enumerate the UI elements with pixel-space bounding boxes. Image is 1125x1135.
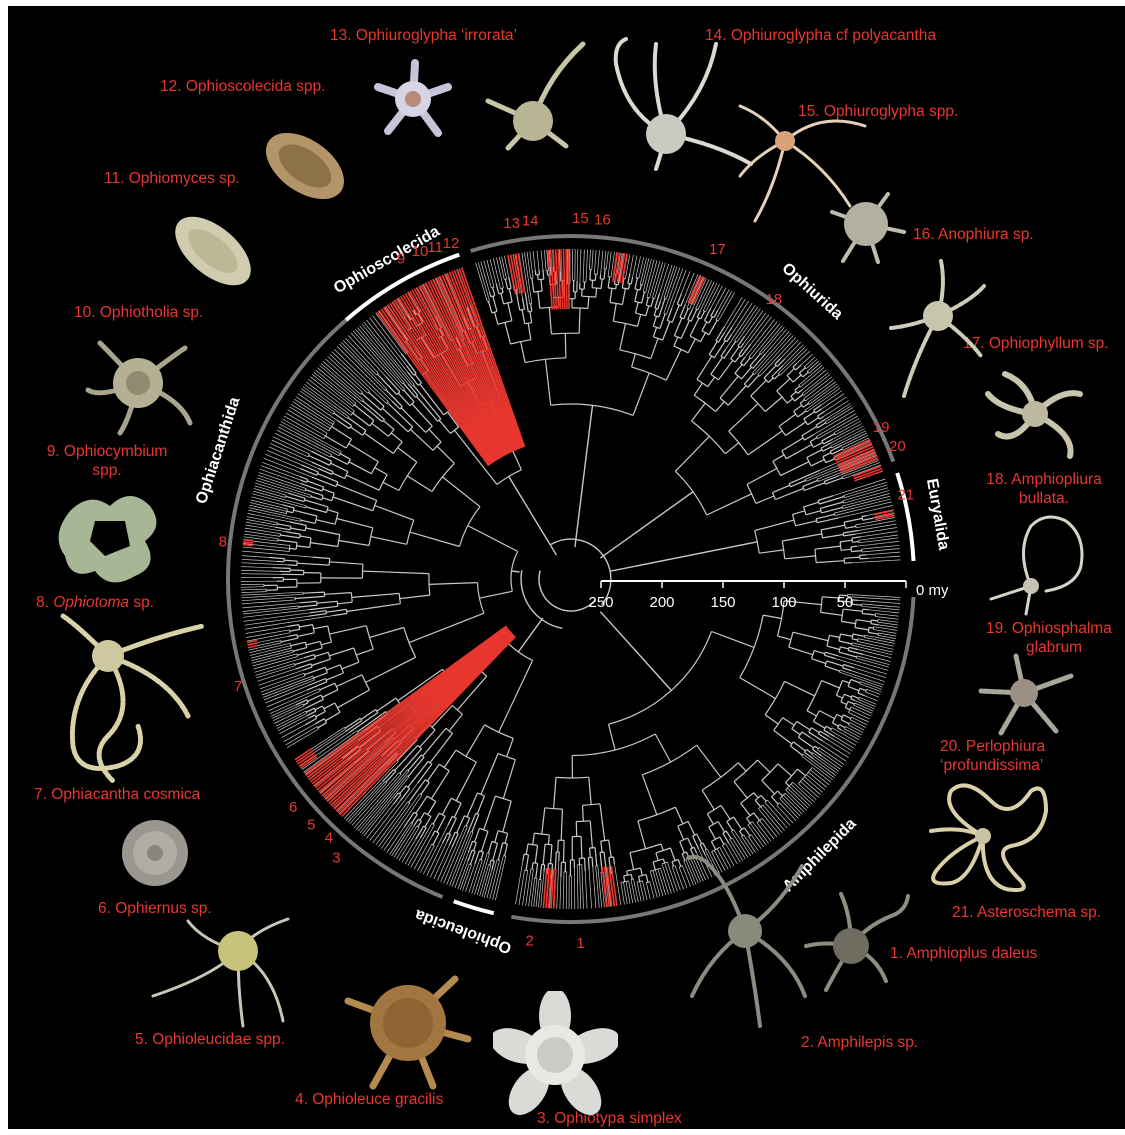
- clade-number-19: 19: [873, 419, 890, 436]
- specimen-5-icon: [143, 911, 293, 1031]
- species-label-16: 16. Anophiura sp.: [913, 225, 1034, 244]
- species-label-2: 2. Amphilepis sp.: [801, 1033, 918, 1052]
- species-label-4: 4. Ophioleuce gracilis: [295, 1090, 443, 1109]
- clade-number-18: 18: [765, 291, 782, 308]
- specimen-7-icon: [48, 606, 208, 786]
- species-label-21: 21. Asteroschema sp.: [952, 903, 1101, 922]
- highlighted-lineages: [243, 249, 895, 909]
- specimen-20-icon: [976, 651, 1076, 736]
- species-label-9-line1: 9. Ophiocymbium: [22, 442, 192, 461]
- specimen-2-icon: [680, 846, 810, 1031]
- specimen-21-icon: [921, 771, 1053, 896]
- species-label-18-line2: bullata.: [964, 489, 1124, 508]
- clade-number-2: 2: [526, 933, 534, 950]
- specimen-1-icon: [796, 886, 916, 996]
- order-label-2: Euryalida: [923, 477, 952, 551]
- specimen-3-icon: [493, 991, 618, 1116]
- species-label-9-line2: spp.: [22, 461, 192, 480]
- axis-tick-label-100: 100: [771, 594, 796, 611]
- species-label-18: 18. Amphiopliurabullata.: [964, 470, 1124, 508]
- clade-number-11: 11: [427, 239, 443, 256]
- clade-number-7: 7: [234, 678, 242, 695]
- specimen-16-icon: [828, 186, 908, 266]
- clade-number-17: 17: [709, 241, 726, 258]
- species-label-11: 11. Ophiomyces sp.: [104, 169, 240, 188]
- clade-number-12: 12: [443, 235, 460, 252]
- clade-number-8: 8: [219, 533, 227, 550]
- species-label-9: 9. Ophiocymbiumspp.: [22, 442, 192, 480]
- species-label-20: 20. Perlophiura‘profundissima’: [940, 737, 1045, 775]
- species-label-12: 12. Ophioscolecida spp.: [160, 77, 325, 96]
- species-label-18-line1: 18. Amphiopliura: [964, 470, 1124, 489]
- specimen-12-icon: [370, 51, 456, 141]
- ring-ophiurida: [471, 236, 894, 462]
- specimen-13-icon: [478, 36, 596, 151]
- axis-tick-label-150: 150: [710, 594, 735, 611]
- clade-number-3: 3: [332, 850, 340, 867]
- axis-tick-label-50: 50: [837, 594, 854, 611]
- clade-number-21: 21: [897, 486, 914, 503]
- clade-number-5: 5: [307, 816, 315, 833]
- specimen-14-icon: [606, 34, 756, 174]
- clade-number-10: 10: [412, 243, 429, 260]
- species-label-7: 7. Ophiacantha cosmica: [34, 785, 200, 804]
- clade-number-9: 9: [397, 250, 405, 267]
- clade-number-6: 6: [289, 799, 297, 816]
- order-rings: [228, 236, 913, 922]
- clade-number-1: 1: [576, 935, 584, 952]
- specimen-19-icon: [986, 511, 1098, 616]
- clade-number-13: 13: [503, 215, 520, 232]
- axis-zero-label: 0 my: [916, 582, 949, 599]
- specimen-8-icon: [50, 481, 170, 591]
- clade-number-4: 4: [325, 830, 333, 847]
- specimen-11-icon: [255, 116, 355, 216]
- axis-tick-label-250: 250: [588, 594, 613, 611]
- specimen-17-icon: [886, 256, 986, 401]
- clade-number-20: 20: [889, 438, 906, 455]
- species-label-20-line1: 20. Perlophiura: [940, 737, 1045, 756]
- order-label-5: Ophiacanthida: [193, 395, 244, 506]
- species-label-5: 5. Ophioleucidae spp.: [135, 1030, 285, 1049]
- axis-tick-label-200: 200: [649, 594, 674, 611]
- specimen-4-icon: [343, 961, 473, 1091]
- specimen-6-icon: [116, 814, 194, 892]
- specimen-10-icon: [158, 201, 268, 301]
- order-label-4: Ophioleucida: [413, 906, 514, 957]
- specimen-18-icon: [980, 364, 1090, 464]
- clade-number-14: 14: [522, 212, 539, 229]
- clade-number-15: 15: [572, 210, 589, 227]
- species-label-10: 10. Ophiotholia sp.: [74, 303, 203, 322]
- clade-number-16: 16: [594, 211, 611, 228]
- specimen-9-icon: [80, 328, 198, 438]
- species-label-19-line1: 19. Ophiosphalma: [986, 619, 1112, 638]
- figure-panel: OphioscolecidaOphiuridaEuryalidaAmphilep…: [8, 6, 1125, 1129]
- ring-ophioleucida: [454, 901, 494, 913]
